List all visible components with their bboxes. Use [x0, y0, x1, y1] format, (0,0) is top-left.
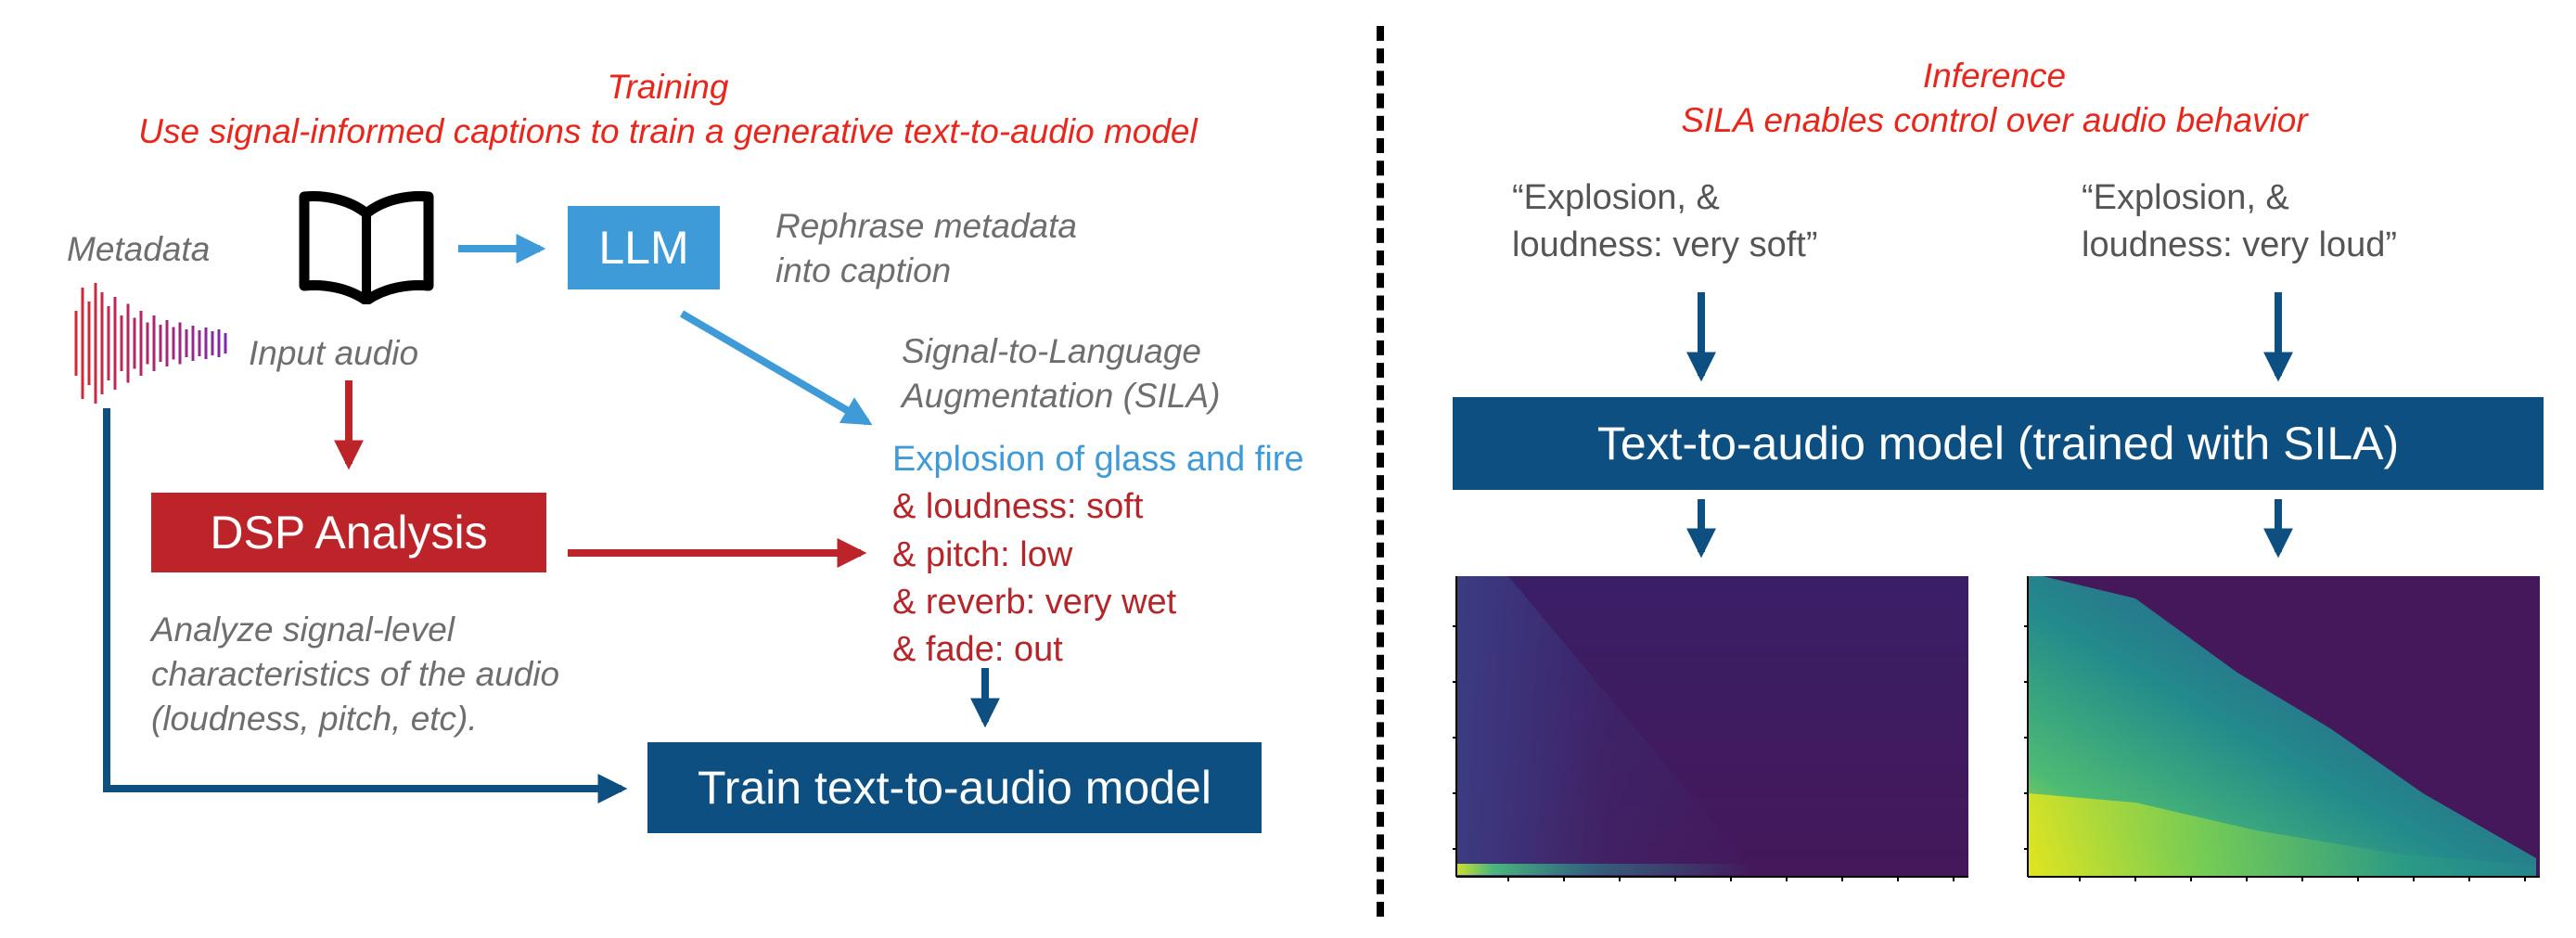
analyze-note-line2: characteristics of the audio [151, 655, 560, 694]
rephrase-note: Rephrase metadata into caption [775, 204, 1077, 293]
caption-block: Explosion of glass and fire & loudness: … [892, 436, 1304, 674]
dsp-analysis-box: DSP Analysis [151, 493, 546, 572]
caption-main: Explosion of glass and fire [892, 440, 1304, 479]
training-header-title: Training [607, 68, 729, 106]
inference-model-box: Text-to-audio model (trained with SILA) [1453, 397, 2544, 490]
sila-label: Signal-to-Language Augmentation (SILA) [902, 329, 1220, 418]
rephrase-note-line1: Rephrase metadata [775, 207, 1077, 245]
arrow-llm-to-caption [679, 310, 873, 426]
prompt-soft-line1: “Explosion, & [1512, 178, 1720, 217]
llm-box: LLM [568, 206, 720, 289]
spectrogram-loud [2024, 576, 2540, 881]
sila-label-line1: Signal-to-Language [902, 332, 1201, 370]
analyze-note: Analyze signal-level characteristics of … [151, 608, 559, 741]
arrow-audio-to-train [103, 408, 628, 803]
metadata-label: Metadata [67, 230, 211, 268]
caption-attr: & loudness: soft [892, 487, 1144, 527]
input-audio-label: Input audio [249, 334, 419, 372]
train-model-box: Train text-to-audio model [647, 742, 1262, 833]
train-model-label: Train text-to-audio model [698, 762, 1211, 814]
sila-label-line2: Augmentation (SILA) [902, 377, 1221, 416]
open-book-icon [299, 191, 434, 304]
inference-header: Inference SILA enables control over audi… [1466, 54, 2523, 143]
inference-header-title: Inference [1922, 57, 2067, 95]
inference-model-label: Text-to-audio model (trained with SILA) [1596, 418, 2400, 469]
caption-attr: & reverb: very wet [892, 582, 1177, 622]
prompt-loud: “Explosion, & loudness: very loud” [2082, 174, 2397, 270]
analyze-note-line1: Analyze signal-level [151, 610, 455, 649]
prompt-soft-line2: loudness: very soft” [1512, 225, 1818, 265]
prompt-loud-line2: loudness: very loud” [2082, 225, 2398, 265]
training-header-subtitle: Use signal-informed captions to train a … [138, 112, 1198, 151]
prompt-soft: “Explosion, & loudness: very soft” [1512, 174, 1817, 270]
section-divider [1377, 26, 1384, 917]
waveform-icon [74, 283, 227, 404]
llm-label: LLM [598, 222, 689, 274]
training-header: Training Use signal-informed captions to… [37, 65, 1299, 154]
rephrase-note-line2: into caption [775, 251, 952, 290]
caption-attr: & fade: out [892, 630, 1063, 670]
caption-attr: & pitch: low [892, 534, 1073, 574]
inference-header-subtitle: SILA enables control over audio behavior [1681, 101, 2308, 140]
spectrogram-soft [1453, 576, 1968, 881]
prompt-loud-line1: “Explosion, & [2082, 178, 2289, 217]
dsp-analysis-label: DSP Analysis [210, 507, 488, 559]
analyze-note-line3: (loudness, pitch, etc). [151, 700, 478, 739]
